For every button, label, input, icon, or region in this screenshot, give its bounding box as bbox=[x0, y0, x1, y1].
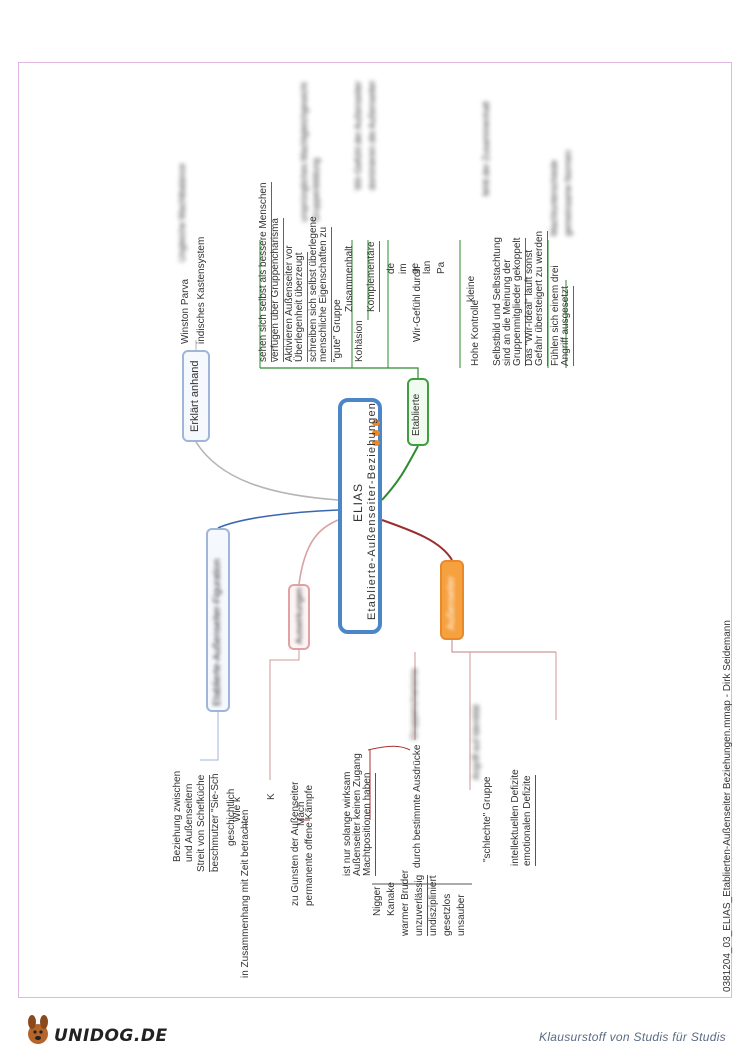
connector-aussenseiter bbox=[381, 519, 453, 561]
branch-node-aussenseiter[interactable] bbox=[440, 560, 464, 640]
word-item: Kanake bbox=[386, 882, 397, 916]
note-blurred-8: gemeinsame Normen bbox=[563, 149, 573, 236]
footer-tagline: Klausurstoff von Studis für Studis bbox=[539, 1030, 726, 1044]
connector-auswirkungen bbox=[298, 519, 339, 585]
item-de: de bbox=[386, 262, 397, 274]
item-beziehung-1: Beziehung zwischen bbox=[172, 770, 183, 862]
word-item: Nigger bbox=[372, 886, 383, 916]
item-wir-gefuehl: Wir-Gefühl durch bbox=[412, 266, 423, 342]
attachment-dot-3 bbox=[372, 440, 380, 446]
word-item: gesetzlos bbox=[442, 893, 453, 936]
item-streit: Streit von Schefküche bbox=[196, 774, 210, 872]
note-blurred-7: Machtunterschiede bbox=[549, 159, 559, 236]
item-komplementaer: Komplementäre bbox=[366, 241, 380, 312]
document-side-caption: 0381204_03_ELIAS_Etablierten-Außenseiter… bbox=[722, 620, 733, 992]
dog-logo-icon bbox=[28, 1015, 48, 1044]
item-schlechte: "schlechte" Gruppe bbox=[482, 776, 493, 862]
item-wie: Wie k bbox=[232, 797, 243, 822]
item-im: im bbox=[398, 263, 409, 274]
branch-label-auswirkungen: Auswirkungen bbox=[294, 587, 304, 644]
item-pa: Pa bbox=[436, 261, 447, 274]
brand-logo[interactable]: UNIDOG.DE bbox=[54, 1026, 168, 1046]
central-subtitle: Etablierte-Außenseiter-Beziehungen bbox=[366, 401, 378, 620]
branch-label-etablierte: Etablierte bbox=[411, 393, 422, 436]
item-verfuegen: verfügen über Gruppencharisma bbox=[270, 218, 284, 362]
item-zusammenhalt: Zusammenhalt bbox=[344, 245, 355, 312]
item-emotional: emotionalen Defizite bbox=[522, 775, 536, 866]
note-blurred-1: Ungleiche Machtbalance bbox=[177, 163, 187, 262]
item-fuehlen-2: Angriff ausgesetzt bbox=[560, 286, 574, 366]
word-item: undiszipliniert bbox=[428, 875, 439, 936]
item-kraft: K bbox=[266, 793, 277, 800]
note-blurred-5: dominieren die Außenseiter bbox=[367, 80, 377, 190]
branch-label-aussenseiter: Außenseiter bbox=[446, 576, 457, 630]
item-gute-gruppe: "gute" Gruppe bbox=[332, 299, 343, 362]
word-item: warmer Bruder bbox=[400, 869, 411, 936]
branch-node-erklaert[interactable] bbox=[182, 350, 210, 442]
item-mach: Mach bbox=[296, 801, 307, 826]
connector-elablierte bbox=[381, 445, 419, 501]
note-blurred-10: Angriff auf Identität bbox=[471, 704, 481, 780]
item-hohe-kontrolle: Hohe Kontrolle bbox=[470, 299, 481, 366]
item-indisches-kastensystem: indisches Kastensystem bbox=[196, 236, 207, 344]
item-kleine: kleine bbox=[466, 275, 477, 302]
branch-label-erklaert: Erklärt anhand bbox=[189, 360, 201, 432]
attachment-dot-1 bbox=[372, 420, 380, 426]
item-winston-parva: Winston Parva bbox=[180, 278, 191, 344]
branch-label-figuration: Etablierte-Außenseiter-Figuration bbox=[212, 558, 223, 706]
attachment-dot-2 bbox=[372, 430, 380, 436]
word-item: unsauber bbox=[456, 894, 467, 936]
note-blurred-3: Gruppenbildung bbox=[311, 157, 321, 222]
item-beziehung-2: und Außenseitern bbox=[184, 783, 195, 862]
item-zusammenhang: in Zusammenhang mit Zeit betrachten bbox=[240, 809, 251, 978]
connector-figuration bbox=[217, 509, 339, 529]
branch-node-figuration[interactable] bbox=[206, 528, 230, 712]
note-blurred-2: ursprüngliches Machtgleichgewicht bbox=[299, 82, 309, 222]
note-blurred-6: fehlt der Zusammenhalt bbox=[481, 101, 491, 196]
item-schreiben-2: menschliche Eigenschaften zu bbox=[318, 226, 332, 362]
item-wirideal-2: Gefahr übersteigert zu werden bbox=[534, 230, 548, 366]
note-blurred-9: Gruppencharisma bbox=[409, 668, 419, 740]
item-ge: ge bbox=[410, 262, 421, 274]
connector-aussenseiter-tree bbox=[451, 640, 556, 653]
connector-etablierte-tree bbox=[260, 367, 419, 378]
item-aktivieren-2: Überlegenheit überzeugt bbox=[294, 252, 308, 362]
item-kohaesion: Kohäsion bbox=[354, 320, 365, 362]
central-title: ELIAS bbox=[351, 482, 365, 522]
branch-node-auswirkungen[interactable] bbox=[288, 584, 310, 650]
branch-node-etablierte[interactable] bbox=[407, 378, 429, 446]
item-durch: durch bestimmte Ausdrücke bbox=[412, 744, 423, 868]
item-beschmutzer: beschmutzer "Sie-Sch bbox=[210, 773, 221, 872]
central-topic-node[interactable] bbox=[338, 398, 382, 634]
word-item: unzuverlässig bbox=[414, 874, 428, 936]
item-intellektuell: intellektuellen Defizite bbox=[510, 769, 521, 866]
item-lan: lan bbox=[422, 260, 433, 274]
note-blurred-4: Wir-Gefühl der Außenseiter bbox=[353, 80, 363, 190]
connector-erklaert bbox=[195, 441, 339, 501]
item-gunsten: zu Gunsten der Außenseiter bbox=[290, 781, 301, 906]
item-ist-nur-3: Machtpositionen haben bbox=[362, 772, 376, 876]
